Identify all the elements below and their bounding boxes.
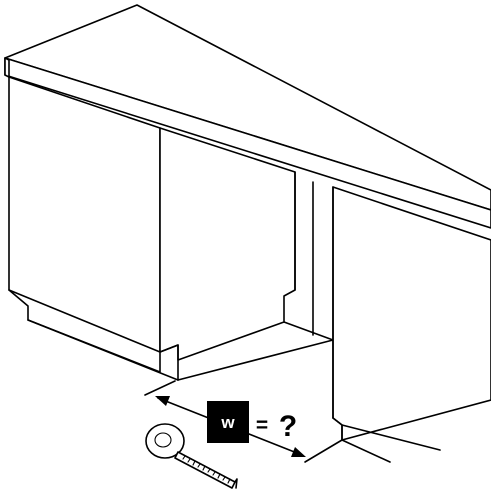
arrowhead-left (155, 396, 170, 406)
equals-sign: = (256, 414, 268, 437)
niche (177, 171, 334, 381)
tape-measure-hook (234, 478, 238, 489)
countertop-left-end (4, 57, 10, 78)
right-cabinet-plinth-line-2 (341, 439, 391, 463)
tape-measure-hub (154, 432, 172, 448)
left-cabinet-side-panel (8, 76, 161, 373)
tape-measure-blade (174, 451, 236, 489)
countertop (4, 4, 491, 229)
width-symbol-box (207, 401, 249, 443)
left-cabinet-front-panel (159, 127, 296, 361)
right-cabinet (304, 186, 491, 463)
floor-edge-left (144, 380, 176, 396)
right-cabinet-plinth-line-1 (341, 424, 441, 451)
tape-measure-case (145, 423, 185, 459)
left-cabinet (8, 76, 296, 381)
tape-measure-ticks (182, 455, 231, 484)
niche-floor-front (177, 339, 334, 381)
question-mark: ? (279, 410, 297, 443)
arrowhead-right (291, 447, 306, 457)
left-cabinet-plinth-base (27, 319, 179, 381)
niche-floor-line (283, 321, 334, 341)
right-cabinet-side-panel (332, 186, 491, 441)
left-cabinet-plinth (8, 289, 179, 381)
width-label: w = ? (207, 401, 297, 443)
width-symbol: w (220, 413, 235, 432)
tape-measure-icon (145, 423, 238, 489)
right-cabinet-floor-step (304, 439, 343, 463)
